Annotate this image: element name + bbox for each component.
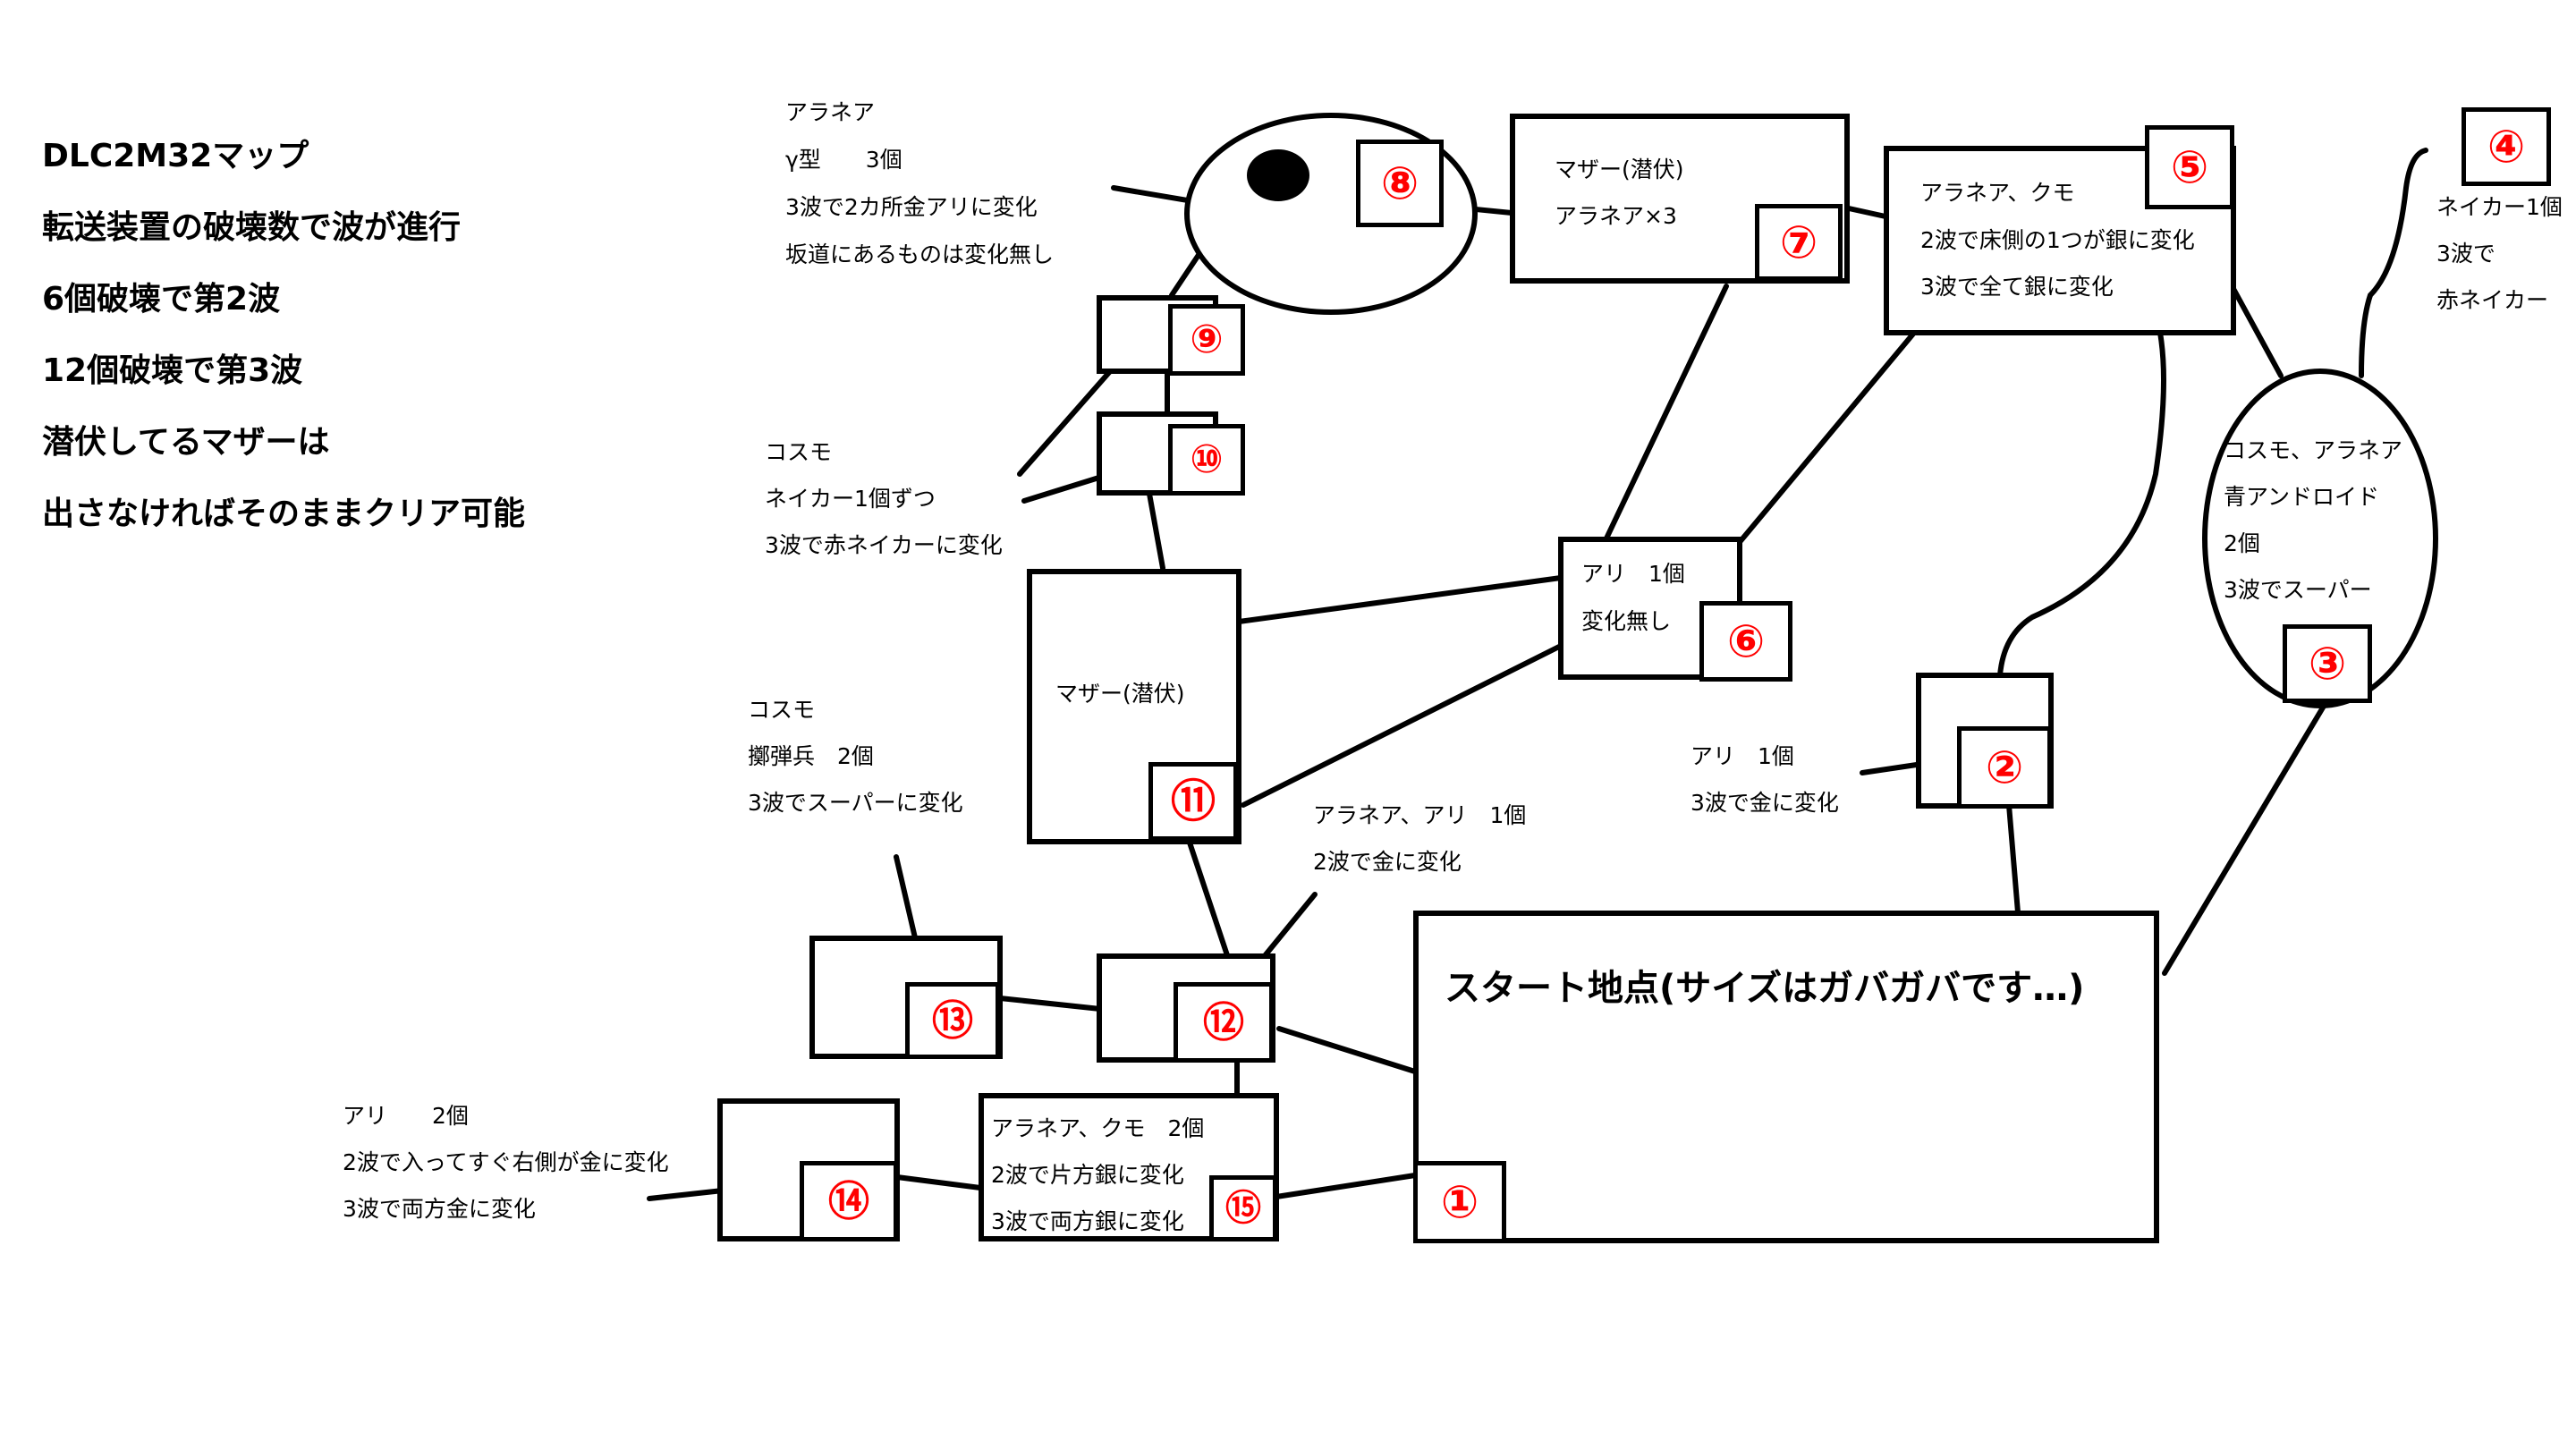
node-4-number: ④	[2462, 107, 2551, 186]
node-14-label-1: アリ 2個	[343, 1103, 469, 1129]
node-7-label-1: マザー(潜伏)	[1555, 157, 1684, 182]
connector-11-6b	[1241, 643, 1563, 808]
connector-12-start	[1276, 1026, 1418, 1074]
rule-wave-progress: 転送装置の破壊数で波が進行	[42, 209, 462, 246]
node-10-label-1: コスモ	[765, 439, 833, 465]
rule-wave-3: 12個破壊で第3波	[42, 352, 303, 389]
node-11-label-1: マザー(潜伏)	[1055, 681, 1185, 707]
connector-5-6	[1737, 330, 1917, 545]
connector-5-2	[1997, 330, 2166, 678]
node-12-number: ⑫	[1174, 982, 1274, 1063]
node-3-label-1: コスモ、アラネア	[2224, 437, 2403, 463]
map-title: DLC2M32マップ	[42, 138, 309, 174]
connector-11-12	[1187, 840, 1230, 958]
black-dot-icon	[1247, 149, 1309, 201]
node-6-label-2: 変化無し	[1581, 608, 1672, 634]
node-14-number: ⑭	[800, 1161, 898, 1241]
node-2-number: ②	[1957, 726, 2052, 809]
node-3-number: ③	[2283, 624, 2372, 703]
connector-7-5	[1846, 206, 1888, 219]
connector-13-12	[997, 996, 1103, 1012]
connector-15-1	[1274, 1173, 1418, 1199]
rule-clear-condition: 出さなければそのままクリア可能	[42, 496, 526, 532]
node-5-number: ⑤	[2145, 125, 2234, 209]
node-7-number: ⑦	[1755, 204, 1843, 281]
node-9-number: ⑨	[1168, 304, 1245, 376]
node-14-label-2: 2波で入ってすぐ右側が金に変化	[343, 1149, 669, 1175]
node-13-label-1: コスモ	[748, 697, 816, 723]
connector-5-3	[2224, 275, 2284, 378]
node-15-label-3: 3波で両方銀に変化	[991, 1208, 1184, 1234]
node-2-label-1: アリ 1個	[1690, 743, 1794, 769]
node-4-label-3: 赤ネイカー	[2436, 287, 2549, 313]
node-7-label-2: アラネア×3	[1555, 203, 1677, 229]
connector-8-9	[1169, 252, 1201, 298]
connector-4-3	[2359, 148, 2428, 378]
node-10-label-3: 3波で赤ネイカーに変化	[765, 532, 1003, 558]
node-4-label-1: ネイカー1個	[2436, 194, 2563, 220]
connector-10-11	[1147, 491, 1165, 571]
start-area	[1413, 911, 2159, 1243]
node-4-label-2: 3波で	[2436, 241, 2496, 267]
node-13-label-3: 3波でスーパーに変化	[748, 790, 963, 816]
node-5-label-3: 3波で全て銀に変化	[1920, 274, 2114, 300]
connector-7-6	[1603, 284, 1729, 543]
node-3-label-2: 青アンドロイド	[2224, 484, 2380, 510]
node-15-number: ⑮	[1209, 1175, 1277, 1241]
node-3-label-3: 2個	[2224, 530, 2260, 556]
connector-2-start	[2006, 802, 2021, 915]
node-11-number: ⑪	[1148, 762, 1238, 841]
node-13-label-2: 擲弾兵 2個	[748, 743, 874, 769]
node-5-label-2: 2波で床側の1つが銀に変化	[1920, 227, 2195, 253]
node-15-label-1: アラネア、クモ 2個	[991, 1115, 1205, 1141]
node-1-number: ①	[1413, 1161, 1506, 1243]
node-5-label-1: アラネア、クモ	[1920, 180, 2075, 206]
node-2-label-2: 3波で金に変化	[1690, 790, 1839, 816]
node-12-label-2: 2波で金に変化	[1313, 849, 1462, 875]
node-8-number: ⑧	[1356, 140, 1444, 227]
connector-8-7	[1473, 207, 1514, 216]
start-label: スタート地点(サイズはガバガバです…)	[1445, 968, 2085, 1009]
connector-3-start	[2162, 700, 2328, 976]
rule-hidden-mother: 潜伏してるマザーは	[42, 424, 330, 461]
node-3-label-4: 3波でスーパー	[2224, 577, 2372, 603]
node-13-number: ⑬	[905, 982, 1000, 1059]
node-15-label-2: 2波で片方銀に変化	[991, 1162, 1184, 1188]
node-6-area	[1558, 537, 1742, 680]
connector-14-15	[894, 1174, 983, 1191]
rule-wave-2: 6個破壊で第2波	[42, 281, 281, 318]
connector-11-6	[1236, 575, 1563, 624]
node-10-label-2: ネイカー1個ずつ	[765, 486, 936, 512]
node-12-label-1: アラネア、アリ 1個	[1313, 802, 1527, 828]
node-14-label-3: 3波で両方金に変化	[343, 1196, 536, 1222]
node-10-number: ⑩	[1168, 424, 1245, 496]
node-6-number: ⑥	[1699, 601, 1792, 682]
node-6-label-1: アリ 1個	[1581, 561, 1685, 587]
